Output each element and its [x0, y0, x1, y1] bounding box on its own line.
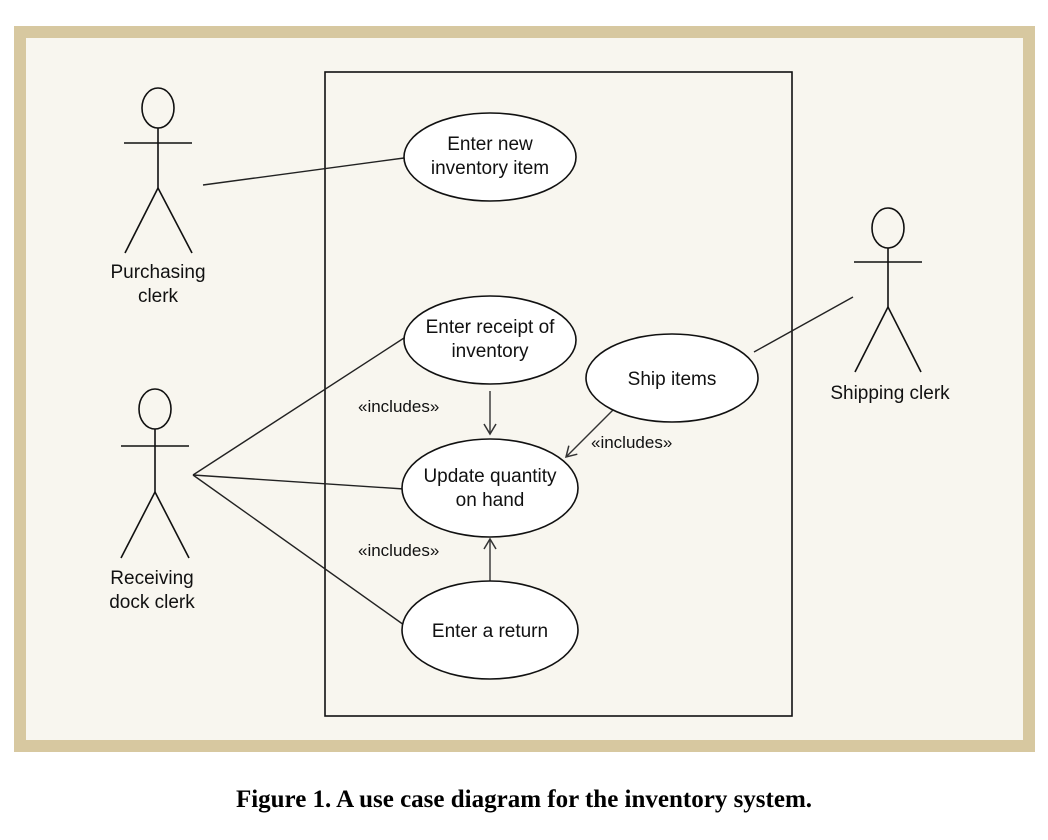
- use-case-ship-items: Ship items: [585, 333, 759, 423]
- actor-left-leg: [120, 491, 156, 559]
- actor-left-leg: [854, 306, 889, 373]
- use-case-label-line1: Enter new: [447, 134, 533, 155]
- actor-receiving-dock-clerk: [120, 388, 190, 559]
- use-case-label: Enter a return: [432, 621, 548, 642]
- actor-label-shipping: Shipping clerk: [830, 383, 950, 404]
- actor-right-leg: [157, 187, 193, 254]
- association-receiving-enter-receipt: [192, 337, 405, 476]
- use-case-enter-a-return: Enter a return: [401, 580, 579, 680]
- association-receiving-update-quantity: [192, 474, 405, 490]
- actor-label-receiving-line2: dock clerk: [109, 592, 195, 613]
- association-receiving-enter-return: [192, 474, 405, 626]
- actor-label-purchasing-line2: clerk: [138, 286, 179, 307]
- stereotype-return-includes: «includes»: [358, 541, 439, 560]
- actor-label-purchasing-line1: Purchasing: [110, 262, 205, 283]
- use-case-update-quantity-on-hand: Update quantity on hand: [401, 438, 579, 538]
- use-case-enter-new-inventory-item: Enter new inventory item: [403, 112, 577, 202]
- use-case-enter-receipt-of-inventory: Enter receipt of inventory: [403, 295, 577, 385]
- actor-left-leg: [124, 187, 159, 254]
- use-case-label-line2: inventory item: [431, 158, 549, 179]
- stereotype-receipt-includes: «includes»: [358, 397, 439, 416]
- association-shipping-ship-items: [753, 296, 854, 353]
- use-case-label-line1: Update quantity: [423, 466, 557, 487]
- actor-head: [871, 207, 905, 249]
- association-purchasing-enter-new: [202, 157, 405, 186]
- actor-shipping-clerk: [854, 207, 922, 373]
- actor-right-leg: [154, 491, 190, 559]
- actor-head: [138, 388, 172, 430]
- actor-purchasing-clerk: [124, 87, 193, 254]
- figure-caption: Figure 1. A use case diagram for the inv…: [235, 786, 813, 813]
- actor-head: [141, 87, 175, 129]
- use-case-label-line2: on hand: [456, 490, 525, 511]
- use-case-label-line2: inventory: [451, 341, 529, 362]
- stereotype-ship-includes: «includes»: [591, 433, 672, 452]
- include-arrow-ship: [564, 409, 614, 459]
- actor-label-receiving-line1: Receiving: [110, 568, 193, 589]
- use-case-label-line1: Enter receipt of: [426, 317, 556, 338]
- system-boundary: [324, 71, 793, 717]
- actor-right-leg: [887, 306, 922, 373]
- use-case-label: Ship items: [628, 369, 717, 390]
